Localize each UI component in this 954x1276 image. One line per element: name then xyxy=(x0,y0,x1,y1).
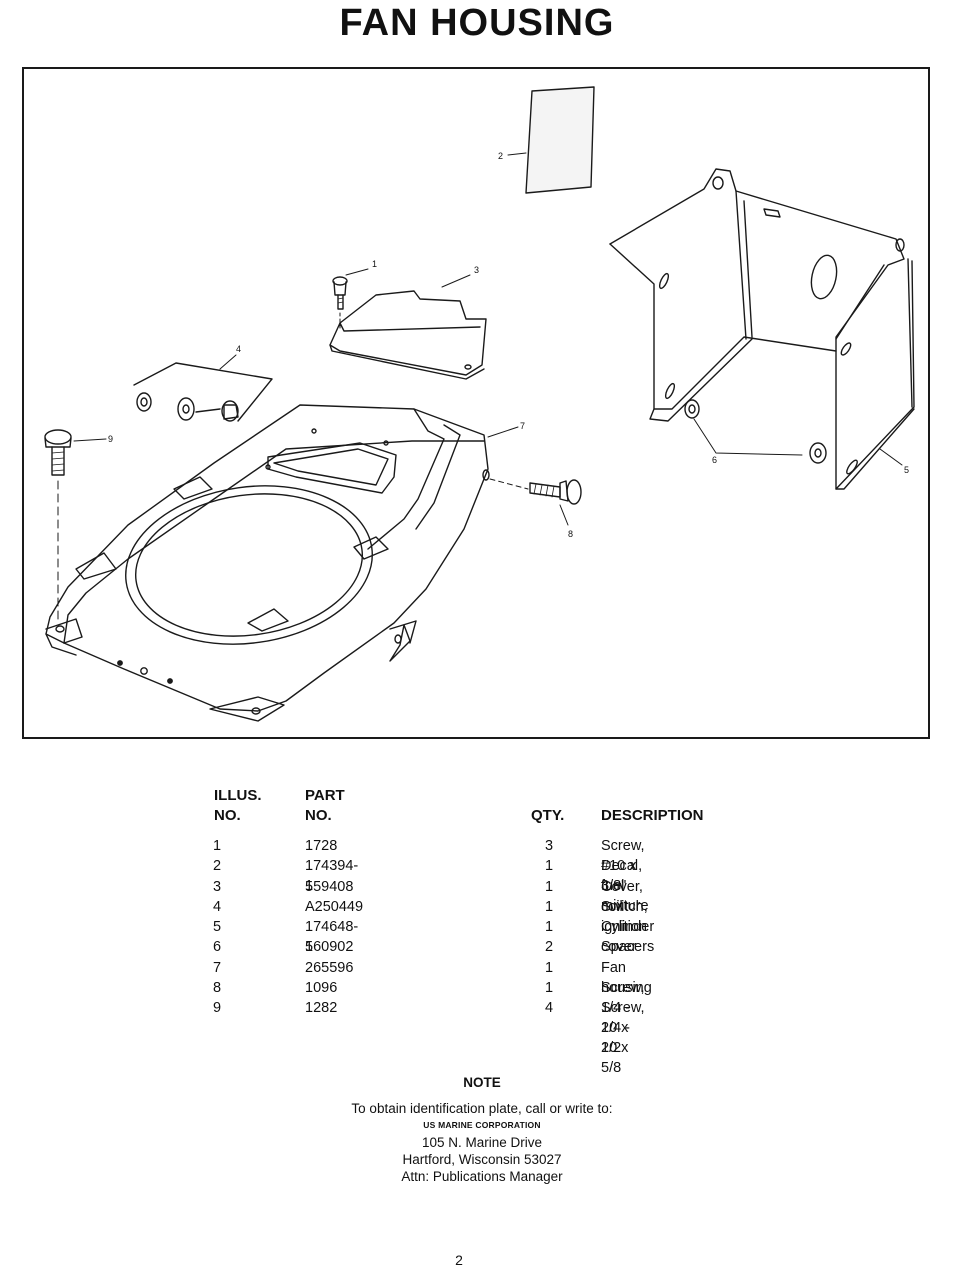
row-illus: 1 xyxy=(213,838,222,854)
note-address-attn: Attn: Publications Manager xyxy=(401,1169,563,1184)
row-illus: 7 xyxy=(213,960,222,976)
row-illus: 5 xyxy=(213,919,222,935)
header-part-line2: NO. xyxy=(305,807,332,824)
page-number: 2 xyxy=(455,1252,463,1268)
small-screw-part xyxy=(332,276,348,332)
row-part: 559408 xyxy=(305,879,354,895)
row-illus: 4 xyxy=(213,899,222,915)
row-qty: 1 xyxy=(545,960,554,976)
callout-9: 9 xyxy=(108,434,113,444)
row-description: Screw, 1/4 - 20 x 1/2 xyxy=(601,980,645,1056)
callout-5: 5 xyxy=(904,465,909,475)
row-part: 1096 xyxy=(305,980,338,996)
row-part: 174394-1 xyxy=(305,858,359,894)
note-heading: NOTE xyxy=(463,1075,501,1090)
row-illus: 8 xyxy=(213,980,222,996)
callout-6: 6 xyxy=(712,455,717,465)
row-illus: 9 xyxy=(213,1000,222,1016)
row-description: Fan housing xyxy=(601,960,652,996)
side-screw-part xyxy=(489,478,582,505)
row-qty: 1 xyxy=(545,919,554,935)
row-qty: 1 xyxy=(545,879,554,895)
note-address-city: Hartford, Wisconsin 53027 xyxy=(402,1152,562,1167)
header-qty: QTY. xyxy=(531,807,565,824)
fan-housing-part xyxy=(45,404,490,722)
callout-4: 4 xyxy=(236,344,241,354)
header-description: DESCRIPTION xyxy=(601,807,704,824)
page-title: FAN HOUSING xyxy=(339,2,615,44)
row-part: 560902 xyxy=(305,939,354,955)
row-qty: 2 xyxy=(545,939,554,955)
note-address-street: 105 N. Marine Drive xyxy=(421,1135,543,1150)
row-description: Switch, ignition xyxy=(601,899,648,935)
row-part: A250449 xyxy=(305,899,364,915)
row-qty: 1 xyxy=(545,899,554,915)
header-illus-line2: NO. xyxy=(214,807,241,824)
row-qty: 3 xyxy=(545,838,554,854)
row-description: Screw, #10 x 3/8" xyxy=(601,838,645,894)
callout-3: 3 xyxy=(474,265,479,275)
row-qty: 4 xyxy=(545,1000,554,1016)
row-description: Screw, 1/4 - 20 x 5/8 xyxy=(601,1000,645,1076)
header-part-line1: PART xyxy=(305,787,345,804)
callout-7: 7 xyxy=(520,421,525,431)
row-illus: 2 xyxy=(213,858,222,874)
cylinder-cover-part xyxy=(609,168,915,490)
row-qty: 1 xyxy=(545,858,554,874)
row-description: Decal, fuel mixture xyxy=(601,858,649,914)
row-description: Spacers xyxy=(601,939,655,955)
row-illus: 3 xyxy=(213,879,222,895)
callout-1: 1 xyxy=(372,259,377,269)
ignition-switch-part xyxy=(133,362,273,422)
decal-part xyxy=(525,86,595,194)
note-instruction: To obtain identification plate, call or … xyxy=(351,1101,613,1116)
spacers-part xyxy=(684,399,827,464)
row-qty: 1 xyxy=(545,980,554,996)
note-company: US MARINE CORPORATION xyxy=(423,1120,541,1130)
row-illus: 6 xyxy=(213,939,222,955)
row-description: Cover, coil xyxy=(601,879,643,915)
callout-8: 8 xyxy=(568,529,573,539)
housing-screw-part xyxy=(44,429,72,620)
row-part: 1282 xyxy=(305,1000,338,1016)
row-part: 265596 xyxy=(305,960,354,976)
callout-2: 2 xyxy=(498,151,503,161)
exploded-parts-diagram: 1 2 3 4 5 6 7 8 9 xyxy=(22,67,930,739)
row-description: Cylinder cover xyxy=(601,919,655,955)
diagram-drawing: 1 2 3 4 5 6 7 8 9 xyxy=(44,86,915,722)
header-illus-line1: ILLUS. xyxy=(214,787,262,804)
row-part: 174648-1 xyxy=(305,919,359,955)
coil-cover-part xyxy=(329,290,487,380)
row-part: 1728 xyxy=(305,838,338,854)
